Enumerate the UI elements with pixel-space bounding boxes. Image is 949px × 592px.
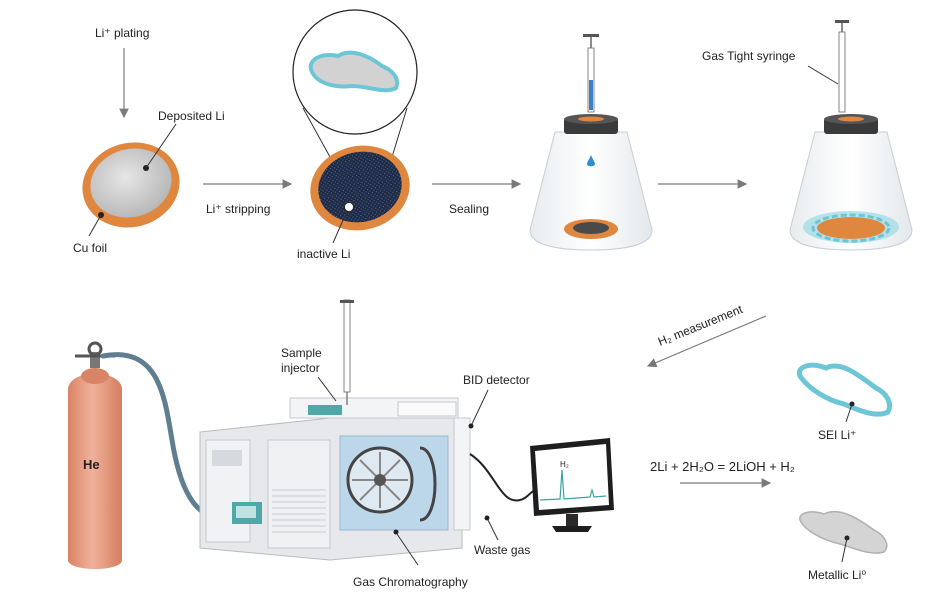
deposited-li-leader: [145, 123, 177, 169]
sealing-label: Sealing: [449, 202, 489, 216]
inactive-li-label: inactive Li: [297, 247, 350, 261]
bid-detector-label: BID detector: [463, 373, 530, 387]
metallic-li-particle: [799, 510, 888, 554]
bid-detector-leader: [471, 389, 489, 425]
magnified-inactive-li-circle: [292, 9, 418, 135]
h2-measurement-arrow: [646, 315, 767, 368]
zoom-line-left: [302, 107, 331, 158]
water-droplet: [587, 155, 595, 167]
sei-li-particle: [796, 362, 892, 417]
he-gas-cylinder: He: [68, 341, 122, 569]
waste-gas-leader: [487, 519, 499, 541]
inactive-li-pointer-dot: [344, 202, 354, 212]
he-label: He: [83, 457, 100, 472]
waste-gas-label: Waste gas: [474, 543, 530, 557]
cu-foil-label: Cu foil: [73, 241, 107, 255]
injector-port: [308, 405, 342, 415]
deposited-li-label: Deposited Li: [158, 109, 225, 123]
gas-tight-syringe-label: Gas Tight syringe: [702, 49, 796, 63]
gas-chromatography-label: Gas Chromatography: [353, 575, 468, 589]
inactive-li-leader: [332, 210, 348, 244]
inactive-li-particle-magnified: [308, 50, 399, 93]
gas-tight-syringe-leader: [807, 65, 839, 85]
sample-syringe: [343, 299, 351, 393]
sample-injector-leader: [317, 376, 337, 402]
cu-foil-leader: [88, 214, 102, 237]
gas-chromatography-leader: [396, 533, 419, 566]
stripped-electrode: [310, 145, 410, 231]
li-stripping-label: Li⁺ stripping: [206, 202, 270, 216]
gas-tight-syringe: [838, 31, 846, 113]
reaction-equation: 2Li + 2H₂O = 2LiOH + H₂: [650, 459, 795, 474]
sample-injector-label-line2: injector: [281, 361, 320, 375]
sample-injector-label-line1: Sample: [281, 346, 322, 360]
he-gas-hose: [100, 352, 221, 521]
sealed-flask: [529, 34, 653, 251]
reacted-flask: [789, 20, 913, 251]
metallic-li-leader: [841, 537, 848, 563]
data-monitor: H₂: [530, 438, 614, 532]
syringe-liquid: [589, 80, 593, 110]
sei-li-leader: [845, 403, 853, 423]
zoom-line-right: [391, 107, 408, 158]
h2-peak-label: H₂: [560, 460, 569, 469]
h2-measurement-label: H₂ measurement: [656, 302, 745, 349]
cu-foil-electrode: [82, 142, 180, 228]
detector-cable: [469, 453, 536, 502]
li-plating-label: Li⁺ plating: [95, 26, 149, 40]
metallic-li-label: Metallic Li⁰: [808, 568, 866, 582]
sei-li-label: SEI Li⁺: [818, 428, 856, 442]
gas-chromatograph: [199, 397, 471, 561]
chromatogram-trace: [539, 469, 607, 501]
